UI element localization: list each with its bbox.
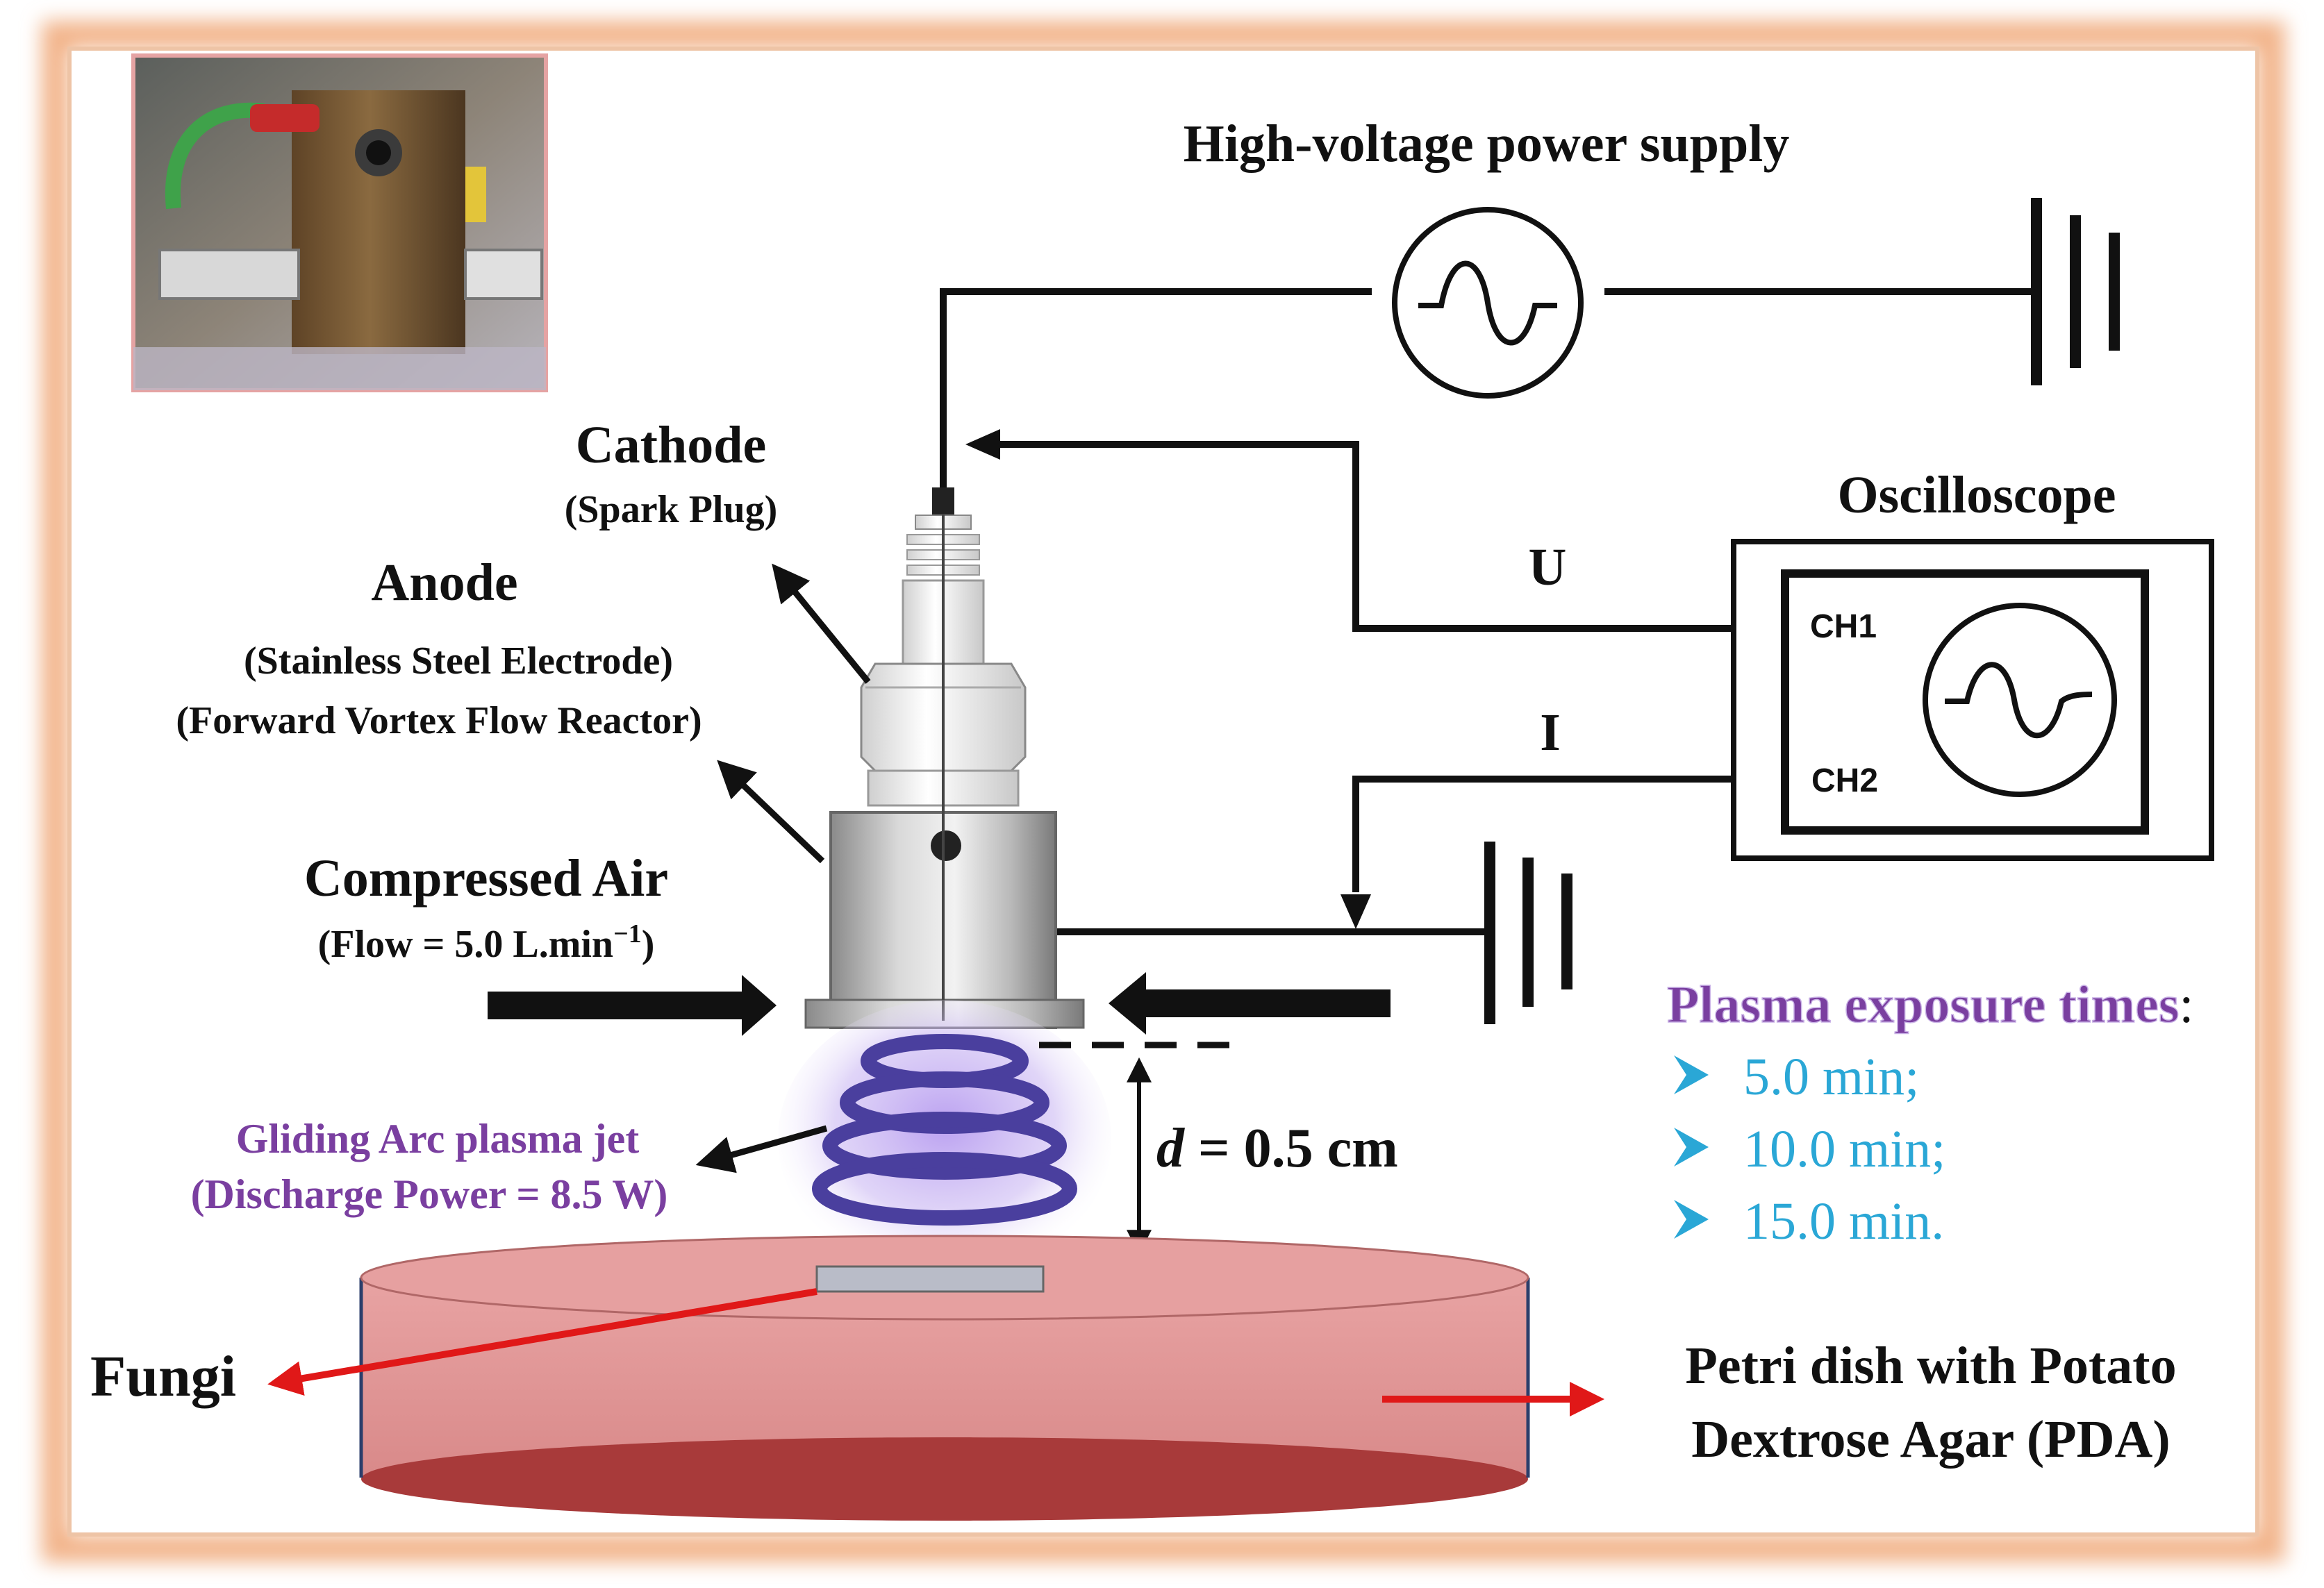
u-probe-arrowhead xyxy=(965,429,1000,460)
distance-label: d = 0.5 cm xyxy=(1156,1118,1398,1179)
fungi-sample xyxy=(815,1265,1045,1293)
fungi-label: Fungi xyxy=(90,1344,236,1409)
petri-label-1: Petri dish with Potato xyxy=(1685,1337,2176,1395)
ground-icon-middle xyxy=(1484,842,1572,1024)
exposure-item: 15.0 min. xyxy=(1743,1192,1944,1251)
frame-glow xyxy=(42,21,2285,1562)
ch2-label: CH2 xyxy=(1811,762,1878,799)
compressed-air-label: Compressed Air xyxy=(304,849,668,908)
i-label: I xyxy=(1540,703,1561,762)
petri-dish xyxy=(359,1235,1530,1521)
ac-source-icon xyxy=(1392,207,1584,399)
jet-power-label: (Discharge Power = 8.5 W) xyxy=(191,1171,668,1217)
reactor-photo xyxy=(131,53,548,392)
exposure-item: 5.0 min; xyxy=(1743,1048,1919,1106)
air-flow-label: (Flow = 5.0 L.min−1) xyxy=(318,919,655,966)
exposure-title: Plasma exposure times: xyxy=(1667,976,2194,1034)
leader-arrows xyxy=(695,563,871,1173)
air-inlet-arrows xyxy=(488,972,1391,1036)
petri-label-2: Dextrose Agar (PDA) xyxy=(1691,1410,2170,1469)
circuit-wires xyxy=(940,288,2032,935)
bullet-icon xyxy=(1674,1128,1709,1167)
scope-wave-icon xyxy=(1923,603,2117,797)
ground-icon-top xyxy=(2031,198,2120,385)
plasma-jet xyxy=(778,1000,1111,1278)
red-arrows xyxy=(267,1288,1604,1416)
oscilloscope xyxy=(1731,539,2214,861)
cathode-label: Cathode xyxy=(576,416,766,474)
jet-title-label: Gliding Arc plasma jet xyxy=(236,1116,640,1162)
bullet-icon xyxy=(1674,1055,1709,1094)
exposure-list: 5.0 min; 10.0 min; 15.0 min. xyxy=(1674,1048,1945,1251)
exposure-item: 10.0 min; xyxy=(1743,1120,1945,1178)
cathode-sub-label: (Spark Plug) xyxy=(565,488,778,531)
u-label: U xyxy=(1529,538,1567,596)
power-supply-label: High-voltage power supply xyxy=(1184,115,1790,173)
anode-label: Anode xyxy=(371,553,517,612)
anode-sub-label-1: (Stainless Steel Electrode) xyxy=(244,640,673,683)
anode-sub-label-2: (Forward Vortex Flow Reactor) xyxy=(176,699,702,742)
bullet-icon xyxy=(1674,1200,1709,1239)
ch1-label: CH1 xyxy=(1810,608,1877,645)
oscilloscope-label: Oscilloscope xyxy=(1837,466,2116,524)
i-probe-arrowhead xyxy=(1341,894,1371,929)
